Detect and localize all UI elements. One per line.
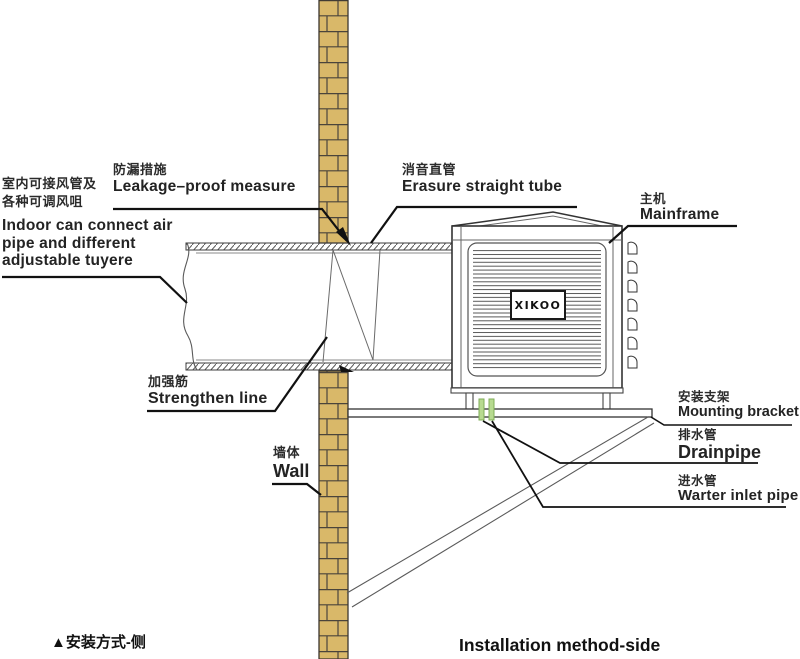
duct-inner-lines <box>196 252 454 361</box>
label-indoor-cn1: 室内可接风管及 <box>2 176 97 191</box>
label-erasure-cn: 消音直管 <box>402 162 457 177</box>
label-erasure: 消音直管 Erasure straight tube <box>402 162 563 195</box>
leader-inlet <box>491 420 786 508</box>
side-hooks <box>627 241 638 369</box>
label-bracket: 安装支架 Mounting bracket <box>678 390 799 420</box>
leader-bracket <box>650 416 792 426</box>
unit-frame-lines <box>452 226 622 388</box>
unit-base <box>450 387 624 394</box>
xikoo-logo: XIKOO <box>510 290 566 320</box>
unit-leg-right <box>602 392 611 410</box>
label-inlet-en: Warter inlet pipe <box>678 487 799 504</box>
brick-wall <box>318 0 349 659</box>
label-strengthen-cn: 加强筋 <box>148 374 189 389</box>
label-inlet: 进水管 Warter inlet pipe <box>678 474 798 505</box>
label-indoor: 室内可接风管及 各种可调风咀 Indoor can connect air pi… <box>2 175 173 270</box>
brand-text: XIKOO <box>515 299 562 312</box>
label-indoor-en3: adjustable tuyere <box>2 252 133 269</box>
leader-mainframe <box>608 224 737 244</box>
unit-roof-inner <box>456 215 618 230</box>
mounting-structure <box>346 408 655 608</box>
label-leakage-en: Leakage–proof measure <box>113 177 296 195</box>
strengthen-line-zigzag <box>322 249 381 363</box>
label-indoor-en2: pipe and different <box>2 234 136 252</box>
duct-top-wall <box>185 242 455 251</box>
label-mainframe-en: Mainframe <box>640 206 720 223</box>
inlet-pipe-stub <box>488 398 495 421</box>
label-bracket-en: Mounting bracket <box>678 404 799 420</box>
leader-erasure <box>370 205 577 244</box>
water-pipes <box>478 398 495 421</box>
label-mainframe-cn: 主机 <box>640 192 667 206</box>
wall-upper-section <box>318 0 349 244</box>
seal-wedge-bottom <box>339 365 354 372</box>
label-wall-en: Wall <box>273 460 310 481</box>
bracket-plate <box>347 408 653 418</box>
drain-pipe-stub <box>478 398 485 421</box>
leader-wall <box>272 482 322 496</box>
label-drainpipe: 排水管 Drainpipe <box>678 428 761 462</box>
label-leakage: 防漏措施 Leakage–proof measure <box>113 162 296 195</box>
duct-break-edge <box>182 242 198 371</box>
wall-lower-section <box>318 370 349 659</box>
caption-right: Installation method-side <box>459 635 661 655</box>
leader-strengthen <box>147 336 328 413</box>
unit-leg-left <box>465 392 474 410</box>
label-wall: 墙体 Wall <box>273 445 310 481</box>
support-brace <box>346 416 655 608</box>
label-indoor-en1: Indoor can connect air <box>2 217 173 234</box>
caption-left: ▲安装方式-侧 <box>51 634 146 651</box>
label-indoor-cn2: 各种可调风咀 <box>2 193 84 209</box>
label-wall-cn: 墙体 <box>273 445 301 460</box>
mainframe-unit: XIKOO <box>450 211 638 410</box>
label-leakage-cn: 防漏措施 <box>113 162 168 177</box>
leader-lines <box>2 205 792 508</box>
label-mainframe: 主机 Mainframe <box>640 192 719 223</box>
leader-leakage <box>113 207 348 242</box>
label-drainpipe-cn: 排水管 <box>678 428 718 442</box>
leader-drainpipe <box>482 420 758 464</box>
leader-indoor <box>2 275 188 304</box>
label-inlet-cn: 进水管 <box>678 474 718 488</box>
label-drainpipe-en: Drainpipe <box>678 442 762 462</box>
label-bracket-cn: 安装支架 <box>678 390 731 404</box>
label-strengthen-en: Strengthen line <box>148 389 268 407</box>
duct-bottom-wall <box>185 362 455 371</box>
unit-roof-outer <box>451 211 623 227</box>
label-strengthen: 加强筋 Strengthen line <box>148 374 268 407</box>
label-erasure-en: Erasure straight tube <box>402 177 563 195</box>
